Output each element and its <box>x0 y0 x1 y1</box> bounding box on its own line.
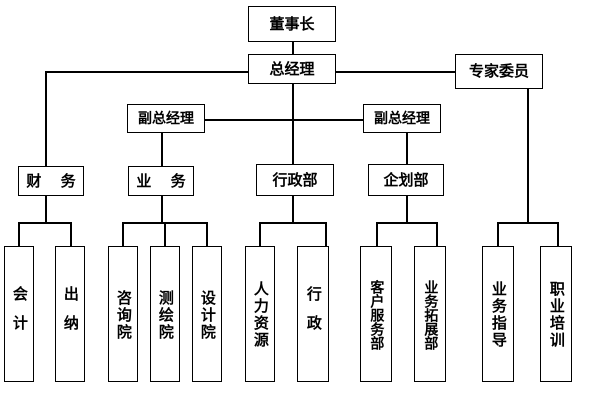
connector-deputy-right-down <box>406 133 408 166</box>
connector-admin-bus <box>259 222 325 224</box>
connector-business-to-design <box>206 222 208 246</box>
node-business-development-dept[interactable]: 业务拓展部 <box>414 246 446 382</box>
node-deputy-gm-right[interactable]: 副总经理 <box>363 104 441 133</box>
node-deputy-gm-left[interactable]: 副总经理 <box>127 104 205 133</box>
connector-finance-down <box>45 196 47 222</box>
connector-finance-bus <box>18 222 72 224</box>
node-consulting-institute-label: 咨询院 <box>114 289 133 341</box>
node-consulting-institute[interactable]: 咨询院 <box>108 246 138 382</box>
node-finance[interactable]: 财 务 <box>18 166 84 196</box>
connector-business-to-surveying <box>164 222 166 246</box>
node-cashier[interactable]: 出纳 <box>55 246 85 382</box>
connector-business-to-consulting <box>122 222 124 246</box>
connector-planning-bus <box>376 222 436 224</box>
connector-admin-to-administration <box>325 222 327 246</box>
node-vocational-training[interactable]: 职业培训 <box>540 246 572 382</box>
connector-admin-to-hr <box>259 222 261 246</box>
connector-gm-left-bus <box>45 71 250 73</box>
node-admin-dept[interactable]: 行政部 <box>256 164 334 196</box>
node-business[interactable]: 业 务 <box>128 166 194 196</box>
connector-deputy-bus <box>205 119 363 121</box>
connector-gm-to-expert-committee <box>335 71 455 73</box>
connector-expert-committee-down <box>527 88 529 222</box>
node-customer-service-dept[interactable]: 客户服务部 <box>360 246 392 382</box>
node-administration-label: 行政 <box>304 286 323 344</box>
connector-business-down <box>161 196 163 222</box>
node-business-guidance-label: 业务指导 <box>489 281 508 349</box>
connector-finance-to-cashier <box>70 222 72 246</box>
connector-planning-to-customer-service <box>376 222 378 246</box>
node-chairman[interactable]: 董事长 <box>248 6 336 42</box>
connector-expert-committee-bus <box>497 222 557 224</box>
node-business-guidance[interactable]: 业务指导 <box>482 246 514 382</box>
connector-finance-to-accounting <box>18 222 20 246</box>
node-expert-committee[interactable]: 专家委员 <box>455 54 543 89</box>
node-human-resources[interactable]: 人力资源 <box>245 246 275 382</box>
connector-admin-down <box>292 196 294 222</box>
node-design-institute[interactable]: 设计院 <box>192 246 222 382</box>
node-administration[interactable]: 行政 <box>297 246 329 382</box>
node-design-institute-label: 设计院 <box>198 289 217 341</box>
connector-chairman-to-gm <box>292 41 294 62</box>
connector-deputy-left-down <box>161 133 163 166</box>
node-surveying-institute-label: 测绘院 <box>156 289 175 341</box>
node-accounting[interactable]: 会计 <box>4 246 34 382</box>
node-planning-dept[interactable]: 企划部 <box>368 164 444 196</box>
connector-gm-left-drop-to-finance <box>45 71 47 166</box>
connector-planning-down <box>406 196 408 222</box>
connector-gm-down <box>292 83 294 167</box>
node-accounting-label: 会计 <box>10 286 29 344</box>
connector-expert-to-business-guidance <box>497 222 499 246</box>
node-business-development-dept-label: 业务拓展部 <box>422 280 439 350</box>
node-general-manager[interactable]: 总经理 <box>248 54 336 84</box>
node-surveying-institute[interactable]: 测绘院 <box>150 246 180 382</box>
node-cashier-label: 出纳 <box>61 286 80 344</box>
connector-expert-to-vocational-training <box>557 222 559 246</box>
connector-planning-to-business-dev <box>436 222 438 246</box>
node-customer-service-dept-label: 客户服务部 <box>368 280 385 350</box>
node-vocational-training-label: 职业培训 <box>547 281 566 349</box>
node-human-resources-label: 人力资源 <box>251 281 270 349</box>
